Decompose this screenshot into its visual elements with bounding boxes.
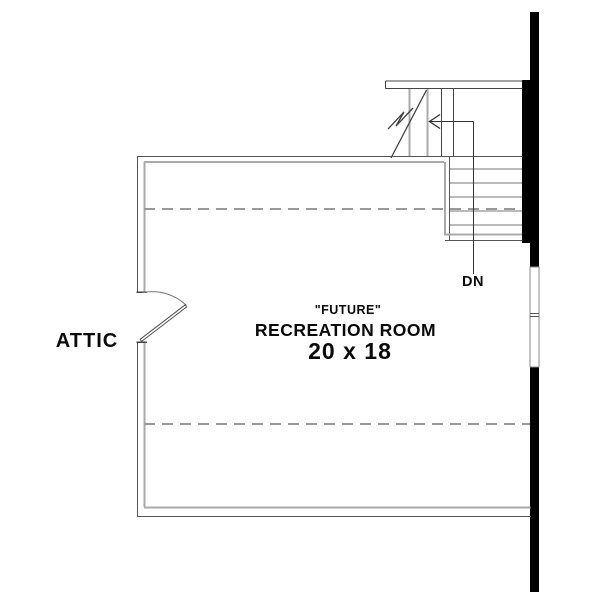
stair-down-label: DN <box>462 274 484 290</box>
stair-treads-down-flight <box>450 168 522 226</box>
room-label-future: "FUTURE" <box>314 303 382 317</box>
up-arrow-shaft <box>390 89 428 159</box>
staircase <box>384 80 523 274</box>
door-swing-arc <box>142 291 187 306</box>
window-right-wall <box>529 266 540 368</box>
exterior-wall-right <box>522 12 539 592</box>
dn-leader-line <box>429 120 475 274</box>
exterior-wall-top-segment <box>530 12 539 267</box>
room-walls-outer <box>136 155 531 518</box>
attic-label: ATTIC <box>55 330 119 352</box>
break-mark-zigzag <box>387 107 414 130</box>
ceiling-break-lines <box>144 208 530 425</box>
stair-direction-marks <box>387 89 441 159</box>
room-label-size: 20 x 18 <box>308 338 392 364</box>
door-leaf <box>139 304 188 343</box>
exterior-wall-stair-thickening <box>522 80 530 243</box>
exterior-wall-bottom-segment <box>530 367 539 592</box>
attic-door <box>136 291 188 343</box>
room-label-name: RECREATION ROOM <box>254 320 437 340</box>
